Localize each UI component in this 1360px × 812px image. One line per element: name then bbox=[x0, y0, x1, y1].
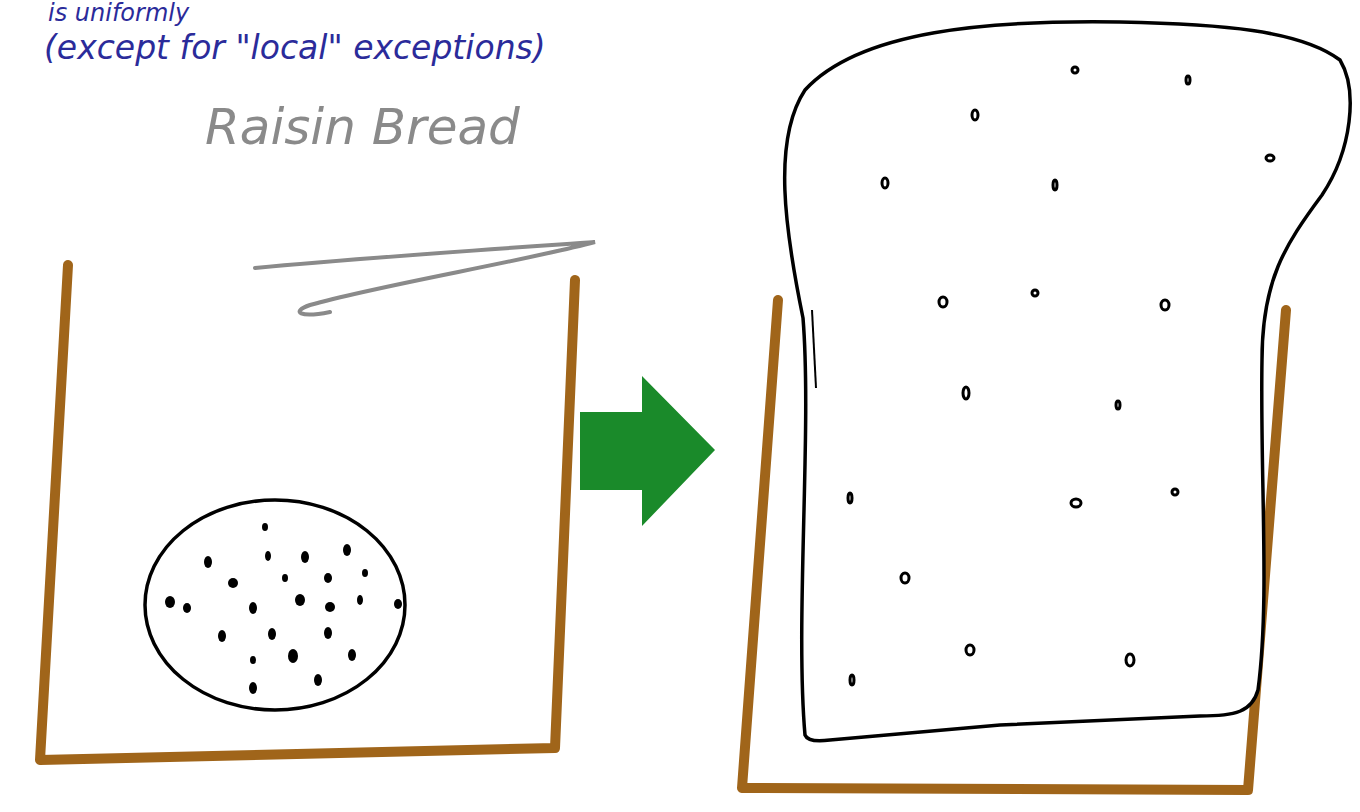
bread-crease bbox=[812, 310, 816, 388]
left-pan bbox=[40, 265, 575, 760]
clipped-note: is uniformly bbox=[48, 0, 189, 26]
title-underline bbox=[255, 242, 595, 314]
raisins-spread bbox=[848, 67, 1274, 685]
dough-ball bbox=[145, 500, 405, 710]
bread-slice bbox=[785, 22, 1350, 741]
title-text: Raisin Bread bbox=[205, 100, 520, 155]
raisins-small bbox=[165, 523, 402, 694]
transform-arrow bbox=[580, 376, 715, 526]
note-text: (except for "local" exceptions) bbox=[44, 30, 546, 66]
